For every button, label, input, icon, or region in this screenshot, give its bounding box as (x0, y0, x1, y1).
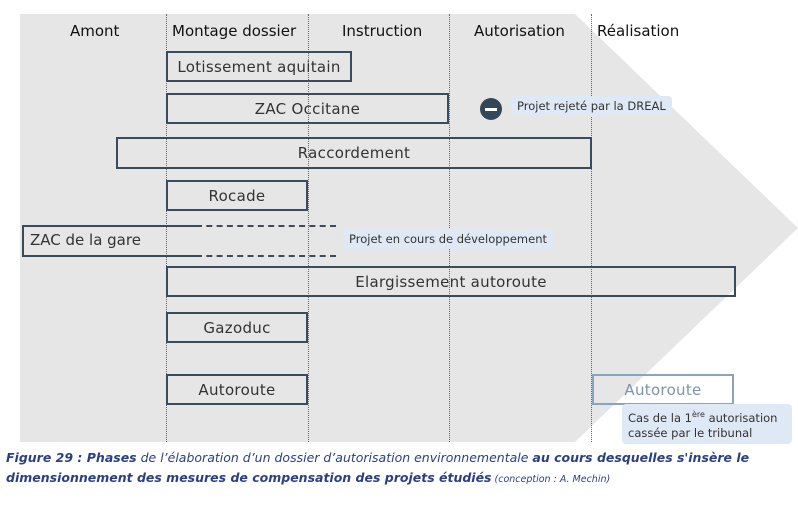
note-cancelled-line2: cassée par le tribunal (628, 425, 753, 440)
project-box-autoroute-realisation: Autoroute (592, 374, 734, 405)
phase-label-instruction: Instruction (342, 22, 423, 40)
background-arrow (20, 14, 798, 442)
project-box-zac-gare: ZAC de la gare (22, 225, 196, 257)
zac-gare-label: ZAC de la gare (30, 231, 141, 249)
note-cancelled-line1-end: autorisation (704, 410, 778, 425)
zac-gare-left-edge (22, 225, 24, 257)
note-in-development: Projet en cours de développement (343, 229, 553, 249)
note-rejected: Projet rejeté par la DREAL (511, 96, 672, 116)
phase-divider (308, 14, 309, 442)
zac-gare-dashed-top (196, 225, 336, 227)
note-cancelled: Cas de la 1ère autorisation cassée par l… (622, 404, 792, 444)
zac-gare-top-edge (22, 225, 196, 227)
note-cancelled-sup: ère (691, 410, 705, 419)
zac-gare-dashed-bottom (196, 255, 336, 257)
caption-part3: au cours desquelles s'insère le dimensio… (6, 450, 750, 485)
phase-divider (166, 14, 167, 442)
phase-divider (591, 14, 592, 442)
project-box-lotissement: Lotissement aquitain (166, 51, 352, 82)
minus-circle-icon (480, 98, 502, 120)
project-box-gazoduc: Gazoduc (166, 312, 308, 343)
figure-caption: Figure 29 : Phases de l’élaboration d’un… (6, 448, 796, 490)
phase-label-autorisation: Autorisation (474, 22, 565, 40)
zac-gare-bottom-edge (22, 255, 196, 257)
project-box-raccordement: Raccordement (116, 137, 592, 169)
caption-credit: (conception : A. Mechin) (491, 474, 611, 485)
project-box-elargissement: Elargissement autoroute (166, 266, 736, 297)
project-box-zac-occitane: ZAC Occitane (166, 93, 449, 124)
note-cancelled-line1: Cas de la 1 (628, 410, 692, 425)
project-box-rocade: Rocade (166, 180, 308, 211)
caption-part1: Figure 29 : Phases (6, 450, 137, 465)
phase-label-montage: Montage dossier (172, 22, 297, 40)
phase-divider (449, 14, 450, 442)
phase-label-realisation: Réalisation (597, 22, 680, 40)
caption-part2: de l’élaboration d’un dossier d’autorisa… (136, 450, 533, 465)
phase-label-amont: Amont (70, 22, 120, 40)
project-box-autoroute: Autoroute (166, 374, 308, 405)
